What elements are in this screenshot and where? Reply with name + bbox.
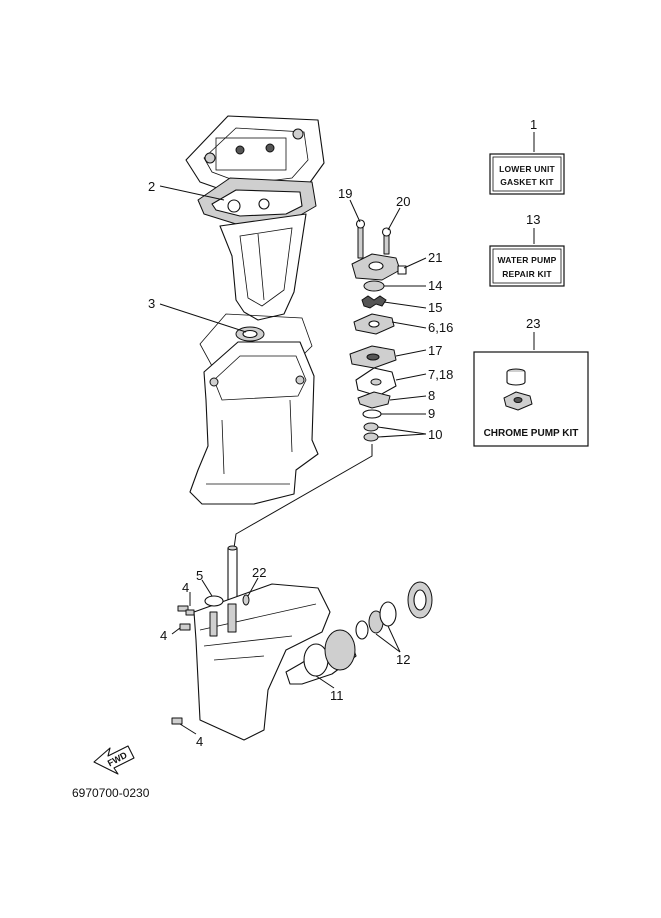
fwd-arrow: FWD: [93, 745, 135, 775]
o-ring: [204, 595, 224, 607]
callout-17: 17: [428, 343, 442, 358]
callout-4: 4: [182, 580, 189, 595]
lower-unit-gasket-kit: 1 LOWER UNIT GASKET KIT: [489, 117, 565, 195]
impeller: [361, 295, 387, 309]
callout-15: 15: [428, 300, 442, 315]
callout-8: 8: [428, 388, 435, 403]
gasket-plate: [357, 391, 391, 409]
callout-21: 21: [428, 250, 442, 265]
kit-label-line2: GASKET KIT: [500, 177, 554, 187]
kit-label-line1: WATER PUMP: [498, 255, 557, 265]
callout-1: 1: [530, 117, 537, 132]
callout-6-16: 6,16: [428, 320, 453, 335]
kit-label-line1: LOWER UNIT: [499, 164, 555, 174]
callout-19: 19: [338, 186, 352, 201]
callout-20: 20: [396, 194, 410, 209]
chrome-insert-body: [506, 372, 526, 386]
callout-4: 4: [160, 628, 167, 643]
grommet: [397, 265, 407, 275]
callout-5: 5: [196, 568, 203, 583]
water-pump-stack: [349, 219, 407, 442]
callout-7-18: 7,18: [428, 367, 453, 382]
callout-11: 11: [330, 688, 344, 703]
seal-plug: [242, 594, 250, 606]
bearing: [363, 432, 379, 442]
upper-casing-assembly: [185, 115, 325, 505]
bolt: [357, 223, 364, 259]
bearing: [363, 422, 379, 432]
fwd-arrow-icon: [93, 745, 135, 775]
upper-casing: [219, 213, 307, 321]
callout-10: 10: [428, 427, 442, 442]
plug-bolt: [171, 605, 195, 725]
upper-mount-plate: [185, 115, 325, 197]
plate-window: [215, 137, 287, 171]
callout-12: 12: [396, 652, 410, 667]
lower-unit-assembly: [171, 545, 433, 741]
callout-3: 3: [148, 296, 155, 311]
o-ring: [303, 643, 329, 677]
insert-cartridge: [363, 280, 385, 292]
bearing-housing: [324, 629, 356, 671]
callout-23: 23: [526, 316, 540, 331]
callout-9: 9: [428, 406, 435, 421]
exhaust-housing: [189, 341, 319, 505]
o-ring: [362, 409, 382, 419]
kit-label-line2: REPAIR KIT: [502, 269, 552, 279]
water-pump-repair-kit: 13 WATER PUMP REPAIR KIT: [489, 212, 565, 287]
callout-4: 4: [196, 734, 203, 749]
kit-label: CHROME PUMP KIT: [484, 428, 579, 439]
bearing: [379, 601, 397, 627]
washer: [355, 620, 369, 640]
chrome-pump-kit: 23 CHROME PUMP KIT: [473, 316, 589, 447]
callout-13: 13: [526, 212, 540, 227]
callout-2: 2: [148, 179, 155, 194]
callout-14: 14: [428, 278, 442, 293]
shaft-link-line: [233, 444, 373, 549]
leader-lines: [159, 132, 546, 735]
callout-22: 22: [252, 565, 266, 580]
diagram-code: 6970700-0230: [72, 786, 150, 800]
